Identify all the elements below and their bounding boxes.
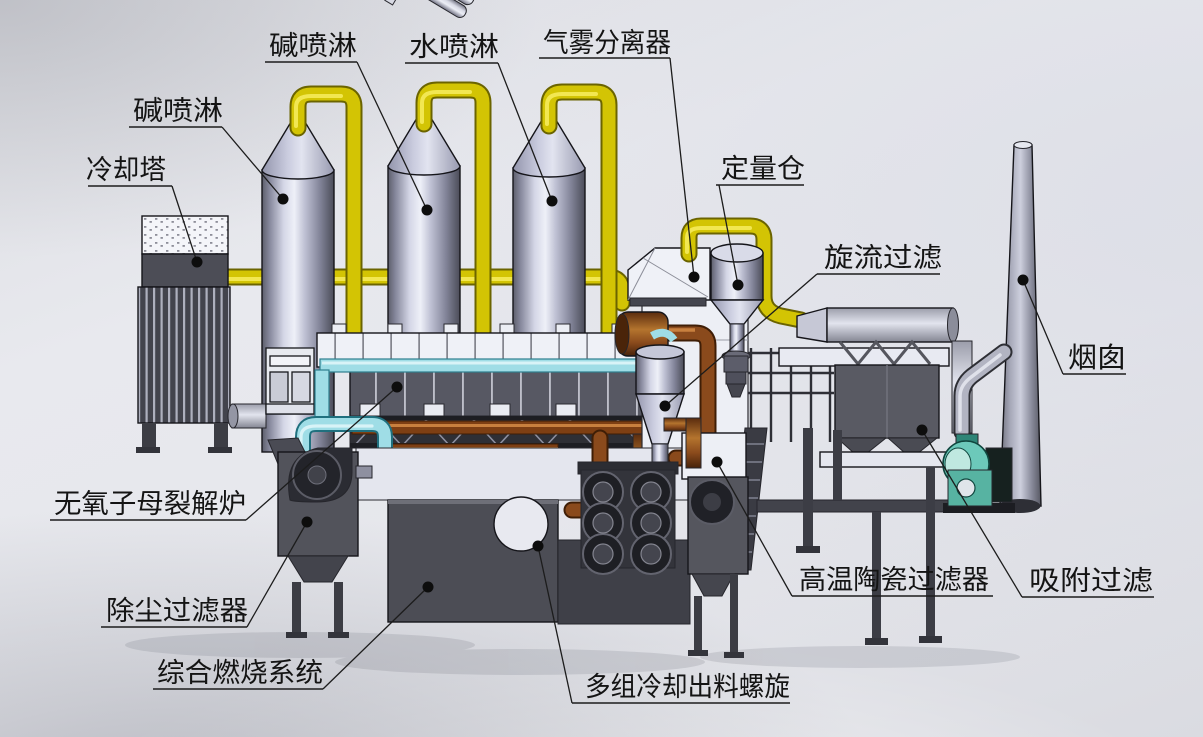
label-text: 吸附过滤 xyxy=(1029,566,1153,596)
label-alkali-spray-left: 碱喷淋 xyxy=(129,96,289,205)
label-cooling-tower: 冷却塔 xyxy=(86,155,203,268)
label-text: 除尘过滤器 xyxy=(106,596,248,626)
dosing-bin-unit xyxy=(709,243,765,398)
ground-shadows xyxy=(125,632,1020,675)
combustion-system-unit xyxy=(387,499,691,625)
label-adsorption-filter: 吸附过滤 xyxy=(916,424,1154,598)
flange-banks xyxy=(577,461,679,575)
label-text: 旋流过滤 xyxy=(824,243,942,273)
label-text: 定量仓 xyxy=(721,154,805,184)
label-text: 冷却塔 xyxy=(86,155,166,185)
chimney-unit xyxy=(999,141,1042,513)
dust-filter-unit xyxy=(267,437,373,638)
label-alkali-spray-top: 碱喷淋 xyxy=(265,31,433,216)
cyan-pipes xyxy=(295,358,659,478)
label-text: 高温陶瓷过滤器 xyxy=(799,565,989,595)
label-text: 水喷淋 xyxy=(409,32,499,62)
leader-line xyxy=(171,185,198,263)
left-stub-pipe xyxy=(227,403,267,429)
label-pyrolysis-furnace: 无氧子母裂解炉 xyxy=(50,381,403,521)
label-text: 碱喷淋 xyxy=(269,31,357,61)
furnace-frame-left xyxy=(265,347,315,415)
label-screw-conveyors: 多组冷却出料螺旋 xyxy=(532,540,790,704)
label-text: 气雾分离器 xyxy=(543,28,671,58)
label-ceramic-filter: 高温陶瓷过滤器 xyxy=(711,456,993,597)
yellow-arch-pipes xyxy=(289,81,618,342)
cooling-tower-unit xyxy=(136,215,232,453)
label-text: 多组冷却出料螺旋 xyxy=(585,672,790,702)
furnace-feet xyxy=(359,403,577,418)
label-mist-separator: 气雾分离器 xyxy=(539,28,700,283)
label-dosing-bin: 定量仓 xyxy=(716,154,805,291)
label-text: 烟囱 xyxy=(1068,342,1126,374)
label-text: 碱喷淋 xyxy=(133,96,223,126)
label-text: 综合燃烧系统 xyxy=(157,658,323,688)
label-dust-filter: 除尘过滤器 xyxy=(101,516,313,628)
label-chimney: 烟囱 xyxy=(1017,274,1126,375)
callout-labels: 冷却塔 碱喷淋 碱喷淋 水喷淋 气雾分离器 xyxy=(50,28,1154,704)
screw-conveyor-cluster xyxy=(268,0,475,18)
label-cyclone-filter: 旋流过滤 xyxy=(659,243,942,412)
chimney-branch-pipe xyxy=(953,343,1013,441)
label-dot xyxy=(191,256,203,268)
label-combustion-system: 综合燃烧系统 xyxy=(153,581,434,690)
label-text: 无氧子母裂解炉 xyxy=(54,489,246,519)
yellow-arch-to-bin xyxy=(680,217,810,329)
label-water-spray: 水喷淋 xyxy=(405,32,558,207)
round-tank xyxy=(493,496,549,552)
ceramic-filter-unit xyxy=(663,417,768,658)
exhaust-fan xyxy=(942,433,1015,513)
